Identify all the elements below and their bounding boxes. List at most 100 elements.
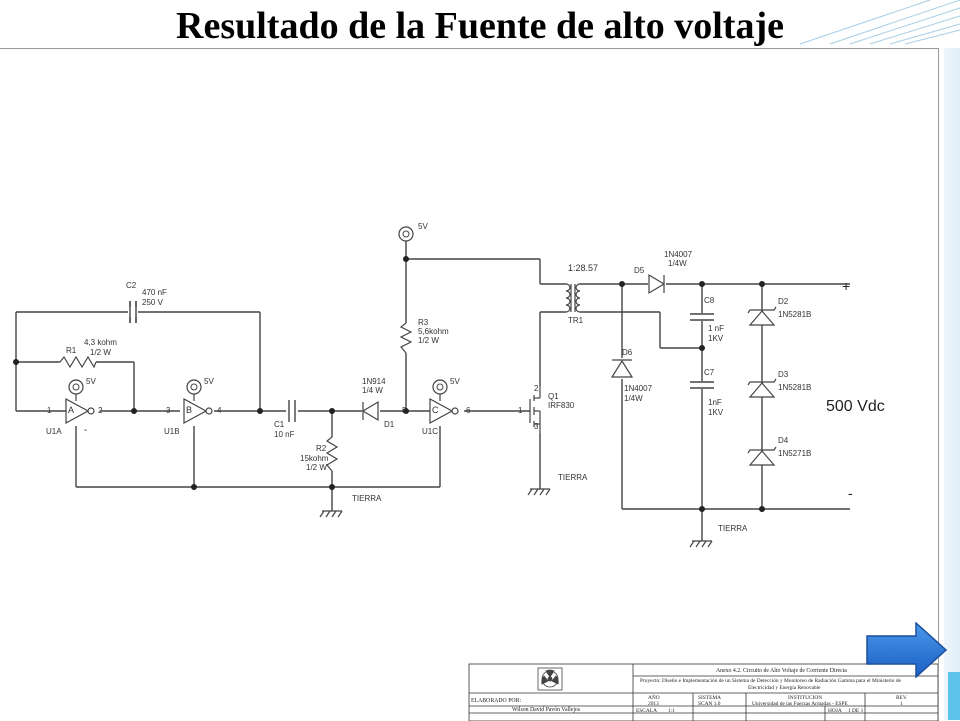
junction — [403, 256, 409, 262]
junction — [699, 506, 705, 512]
slide-title: Resultado de la Fuente de alto voltaje — [176, 5, 784, 47]
label-d2-part: 1N5281B — [778, 310, 811, 319]
label-c8-value: 1 nF — [708, 324, 724, 333]
label-d5-ref: D5 — [634, 266, 645, 275]
label-r2-rating: 1/2 W — [306, 463, 327, 472]
label-c7-rating: 1KV — [708, 408, 724, 417]
scale-value: 1:1 — [668, 708, 675, 714]
project-line-1: Proyecto: Diseño e Implementación de un … — [640, 678, 902, 684]
label-tr1-ratio: 1:28.57 — [568, 263, 598, 273]
radiation-icon — [537, 667, 563, 691]
resistor-r3 — [399, 322, 413, 354]
junction — [699, 345, 705, 351]
output-minus: - — [848, 485, 853, 501]
diode-d6 — [610, 359, 634, 378]
capacitor-c8 — [690, 313, 714, 321]
label-c2-rating: 250 V — [142, 298, 164, 307]
output-plus: + — [842, 278, 850, 294]
sheet-label: HOJA — [828, 708, 842, 714]
capacitor-c1 — [288, 400, 296, 422]
scale-label: ESCALA — [636, 708, 657, 714]
junction — [403, 408, 409, 414]
mosfet-q1 — [529, 386, 541, 433]
label-5v: 5V — [450, 377, 460, 386]
output-voltage-label: 500 Vdc — [826, 398, 885, 415]
junction — [619, 281, 625, 287]
label-q1-ref: Q1 — [548, 392, 559, 401]
zener-d2 — [747, 306, 777, 326]
zener-d4 — [747, 446, 777, 466]
pin-label: 3 — [166, 406, 171, 415]
label-c7-value: 1nF — [708, 398, 722, 407]
supply-icon — [432, 379, 448, 395]
label-5v: 5V — [204, 377, 214, 386]
made-by-label: ELABORADO POR: — [471, 698, 521, 704]
label-5v: 5V — [86, 377, 96, 386]
rev-label: REV. — [896, 695, 907, 701]
label-c2-value: 470 nF — [142, 288, 167, 297]
pin-label: 6 — [466, 406, 471, 415]
label-c2-ref: C2 — [126, 281, 137, 290]
label-d6-part: 1N4007 — [624, 384, 653, 393]
gate-u1b: B — [186, 405, 192, 415]
junction — [759, 281, 765, 287]
label-d3-part: 1N5281B — [778, 383, 811, 392]
junction — [759, 506, 765, 512]
pin-label: 2 — [98, 406, 103, 415]
ground-icon — [689, 540, 713, 548]
pin-label: 5 — [402, 406, 407, 415]
label-ground: TIERRA — [718, 524, 748, 533]
resistor-r2 — [325, 436, 339, 472]
inverter-u1a — [65, 397, 90, 425]
pin-label: 3 — [534, 422, 539, 431]
circuit-diagram: C2 470 nF 250 V R1 4,3 kohm 1/2 W A 5V 1… — [13, 222, 938, 721]
label-c1-value: 10 nF — [274, 430, 295, 439]
zener-d3 — [747, 378, 777, 398]
junction — [329, 408, 335, 414]
ground-icon — [319, 510, 343, 518]
label-r1-value: 4,3 kohm — [84, 338, 117, 347]
slide-edge-decoration — [944, 48, 960, 720]
label-r2-value: 15kohm — [300, 454, 329, 463]
label-u1b: U1B — [164, 427, 180, 436]
diode-d5 — [648, 273, 666, 295]
junction — [699, 281, 705, 287]
label-c7-ref: C7 — [704, 368, 715, 377]
junction — [13, 359, 19, 365]
label-d5-rating: 1/4W — [668, 259, 687, 268]
system-label: SISTEMA — [698, 695, 721, 701]
next-slide-arrow-icon[interactable] — [866, 622, 948, 678]
junction — [191, 484, 197, 490]
supply-icon — [68, 379, 84, 395]
label-r1-rating: 1/2 W — [90, 348, 111, 357]
project-line-2: Electricidad y Energía Renovable — [748, 685, 821, 691]
supply-icon — [186, 379, 202, 395]
capacitor-c7 — [690, 381, 714, 389]
junction — [131, 408, 137, 414]
year-value: 2013 — [648, 701, 659, 707]
transformer-tr1 — [565, 283, 581, 313]
label-r3-value: 5,6kohm — [418, 327, 449, 336]
sheet-value: 1 DE 1 — [848, 708, 864, 714]
label-ground: TIERRA — [352, 494, 382, 503]
junction — [257, 408, 263, 414]
label-d1-ref: D1 — [384, 420, 395, 429]
label-d6-rating: 1/4W — [624, 394, 643, 403]
slide-edge-accent — [948, 672, 960, 720]
gate-u1a: A — [68, 405, 74, 415]
gate-u1c: C — [432, 405, 439, 415]
inverter-u1b — [183, 397, 208, 425]
label-u1a: U1A — [46, 427, 62, 436]
label-r2-ref: R2 — [316, 444, 327, 453]
label-d6-ref: D6 — [622, 348, 633, 357]
schematic-sheet: C2 470 nF 250 V R1 4,3 kohm 1/2 W A 5V 1… — [0, 48, 939, 721]
label-d1-part: 1N914 — [362, 377, 386, 386]
pin-label: 1 — [518, 406, 523, 415]
supply-icon — [398, 226, 414, 242]
label-d5-part: 1N4007 — [664, 250, 693, 259]
label-ground: TIERRA — [558, 473, 588, 482]
label-d4-part: 1N5271B — [778, 449, 811, 458]
label-r3-rating: 1/2 W — [418, 336, 439, 345]
resistor-r1 — [59, 355, 97, 369]
annex-title: Anexo 4.2. Circuito de Alto Voltaje de C… — [716, 668, 847, 674]
